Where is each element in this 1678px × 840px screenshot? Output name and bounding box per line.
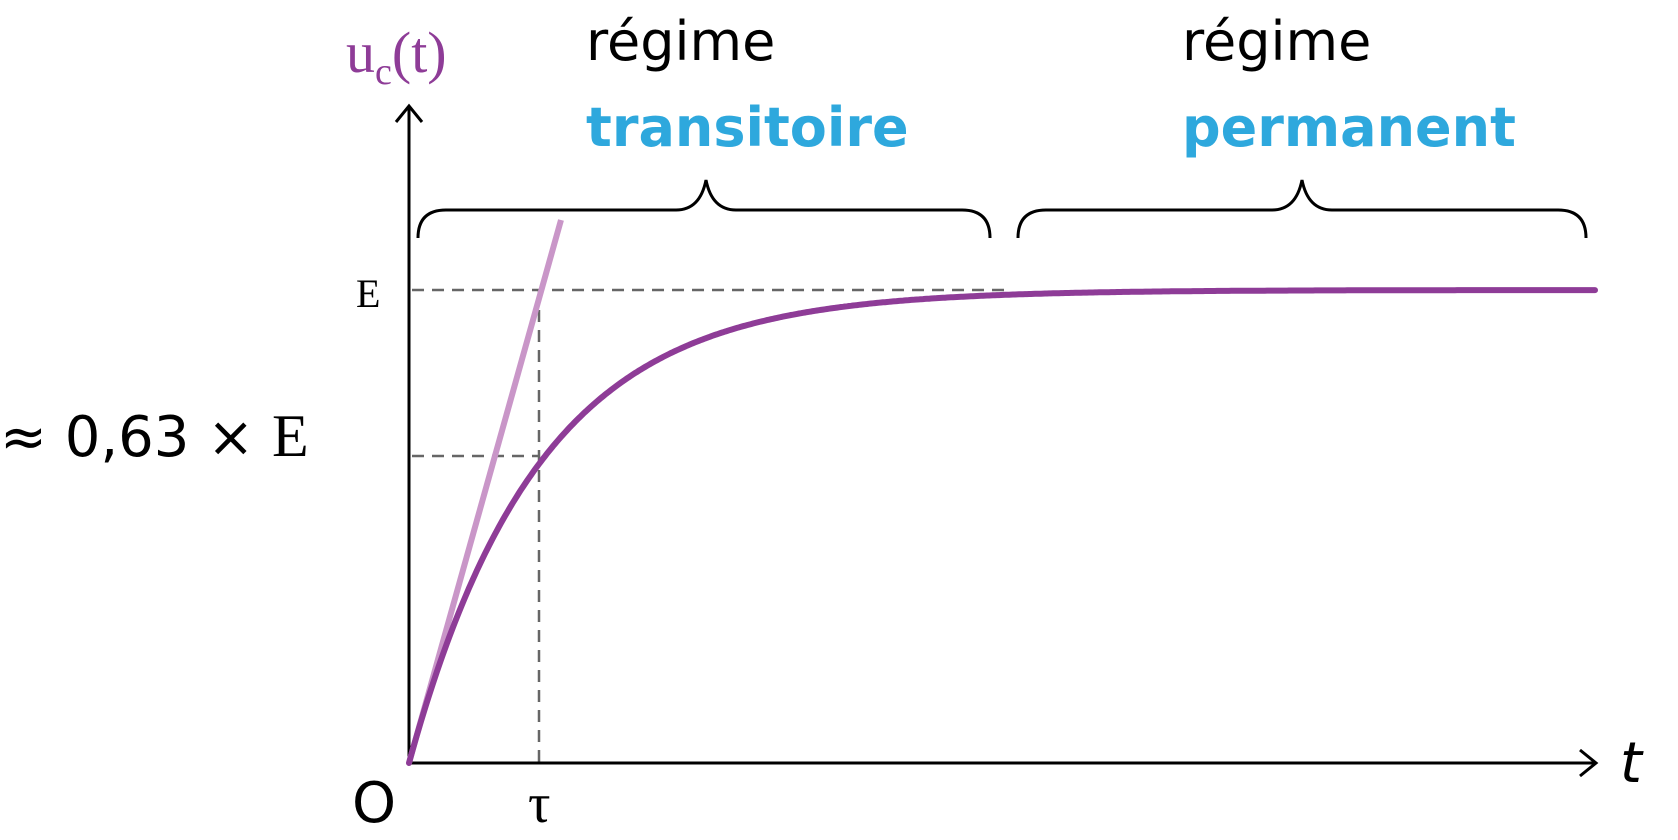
y-axis-arrowhead — [394, 103, 424, 123]
fraction-label-prefix: ≈ 0,63 × — [0, 405, 272, 470]
y-label-arg: (t) — [392, 20, 447, 85]
origin-label: O — [352, 771, 396, 836]
brace-transitoire — [416, 179, 992, 239]
y-label-main: u — [346, 20, 375, 85]
transitoire-word2: transitoire — [586, 96, 909, 159]
x-axis-label: t — [1620, 731, 1644, 796]
y-axis-label: uc(t) — [346, 20, 447, 93]
e-level-label: E — [356, 271, 380, 316]
fraction-label-e: E — [272, 403, 309, 469]
transitoire-word1: régime — [586, 10, 775, 73]
y-label-sub: c — [375, 51, 392, 93]
brace-permanent — [1016, 179, 1588, 239]
tau-label: τ — [528, 773, 551, 835]
permanent-word1: régime — [1182, 10, 1371, 73]
permanent-word2: permanent — [1182, 96, 1516, 159]
uc-curve — [406, 287, 1598, 766]
fraction-label: ≈ 0,63 × E — [0, 403, 309, 470]
x-axis-arrowhead — [1579, 748, 1599, 778]
